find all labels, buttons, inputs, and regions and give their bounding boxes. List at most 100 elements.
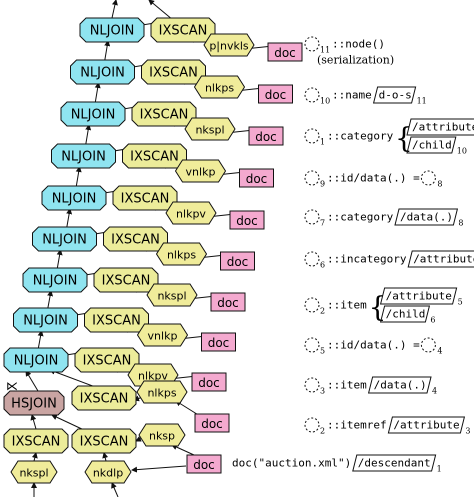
ixscan-label: IXSCAN: [149, 66, 198, 81]
ixscan-label: IXSCAN: [92, 314, 141, 329]
step-box-label: /attribute: [413, 253, 474, 266]
edge-nljoin-chain: [56, 249, 63, 271]
annotation-subscript: 9: [320, 180, 325, 189]
step-box: [379, 287, 458, 305]
ixscan-label: IXSCAN: [83, 354, 132, 369]
step-box-label: /child: [386, 308, 426, 321]
annotation-subscript: 1: [320, 138, 325, 147]
predicate-label: p|nvkls: [209, 40, 249, 53]
nljoin-node: [51, 143, 116, 169]
edge-ixscanL-hsjoin: [30, 414, 37, 430]
ixscan-node: [71, 385, 137, 411]
predicate-label: nlkpv: [176, 208, 206, 221]
annotation-text: ::category: [327, 130, 394, 143]
step-box: [406, 136, 457, 154]
step-box: [387, 416, 466, 434]
predicate-label: vnlkp: [186, 166, 216, 179]
edge-doc10-predR: [131, 465, 187, 473]
doc-label: doc: [227, 255, 249, 269]
dashed-circle-icon: [304, 209, 320, 225]
nljoin-node: [13, 307, 78, 333]
predicate-node: [84, 460, 132, 484]
ixscan-node: [71, 428, 137, 454]
annotation-text: ::node(): [332, 38, 385, 51]
doc-label: doc: [236, 214, 258, 228]
annotation-a7: 7::category/data(.)8: [304, 208, 463, 228]
annotation-a9: 9::id/data(.) =8: [304, 170, 442, 189]
nljoin-label: NLJOIN: [42, 233, 87, 248]
step-box-label: /descendant: [358, 457, 431, 470]
doc-node: [201, 332, 236, 352]
annotation-subscript: 10: [320, 97, 330, 106]
dashed-circle-icon: [304, 297, 320, 313]
nljoin-label: NLJOIN: [14, 354, 59, 369]
ixscan-label: IXSCAN: [12, 435, 61, 450]
annotation-subscript: 2: [320, 427, 325, 436]
step-box-label: /data(.): [374, 379, 427, 392]
nljoin-label: NLJOIN: [33, 274, 78, 289]
dashed-circle-icon: [420, 337, 436, 353]
ixscan-label: IXSCAN: [80, 392, 129, 407]
nljoin-label: NLJOIN: [23, 314, 68, 329]
predicate-label: nkspl: [157, 290, 186, 303]
annotation-subscript: 8: [437, 180, 442, 189]
nljoin-node: [3, 347, 69, 373]
annotation-a6: 6::incategory/attribute7: [304, 250, 474, 270]
step-box-label: /attribute: [412, 121, 474, 134]
doc-label: doc: [246, 172, 268, 186]
ixscan-label: IXSCAN: [80, 435, 129, 450]
doc-node: [220, 251, 255, 271]
edge-nljoin-chain: [47, 290, 54, 311]
doc-label: doc: [274, 46, 296, 60]
nljoin-node: [22, 267, 88, 293]
annotation-text: doc("auction.xml"): [232, 457, 351, 470]
edge-hsjoin-nljoin: [25, 370, 39, 392]
dashed-circle-icon: [304, 377, 320, 393]
step-box: [394, 208, 459, 226]
edge-nljoin-chain: [66, 208, 73, 230]
edge-bottom-in: [111, 482, 119, 497]
edge-nljoin-chain: [85, 124, 92, 147]
annotation-text: ::incategory: [327, 253, 407, 266]
nljoin-node: [70, 59, 135, 85]
annotation-a11: 11::node()(serialization): [304, 36, 394, 67]
annotation-subscript: 4: [432, 387, 437, 396]
predicate-label: nkdlp: [93, 467, 123, 480]
predicate-node: [136, 380, 188, 404]
annotation-text: ::name: [332, 89, 372, 102]
annotation-text: ::id/data(.) =: [327, 172, 420, 185]
annotation-subscript: 3: [465, 427, 470, 436]
dashed-circle-icon: [304, 170, 320, 186]
annotation-subscript: 6: [320, 261, 325, 270]
nljoin-node: [60, 101, 126, 127]
predicate-label: nlkps: [167, 249, 196, 262]
doc-node: [239, 168, 274, 188]
predicate-node: [193, 75, 246, 99]
dashed-circle-icon: [304, 128, 320, 144]
edge-predL-ixscanL: [31, 452, 38, 462]
predicate-label: nkspl: [19, 467, 48, 480]
predicate-label: nkspl: [195, 124, 224, 137]
ixscan-label: IXSCAN: [159, 24, 208, 39]
annotation-subscript: 11: [417, 97, 427, 106]
hsjoin-label: HSJOIN: [11, 397, 57, 412]
predicate-node: [138, 423, 186, 447]
nljoin-node: [79, 17, 145, 43]
brace-icon: {: [369, 291, 387, 324]
step-box-label: /attribute: [393, 419, 459, 432]
annotation-subscript: 6: [430, 316, 435, 325]
annotation-text: ::id/data(.) =: [327, 339, 420, 352]
predicate-node: [10, 460, 58, 484]
annotation-subscript: 1: [437, 465, 442, 474]
annotation-subscript: 5: [458, 298, 463, 307]
step-box-label: d-o-s: [379, 89, 412, 102]
edge-top-out: [111, 0, 118, 19]
nljoin-label: NLJOIN: [80, 66, 125, 81]
edge-nljoin-chain: [75, 166, 82, 189]
annotation-subscript: 7: [320, 219, 325, 228]
edge-nljoin-chain: [37, 330, 44, 351]
doc-label: doc: [193, 458, 215, 472]
